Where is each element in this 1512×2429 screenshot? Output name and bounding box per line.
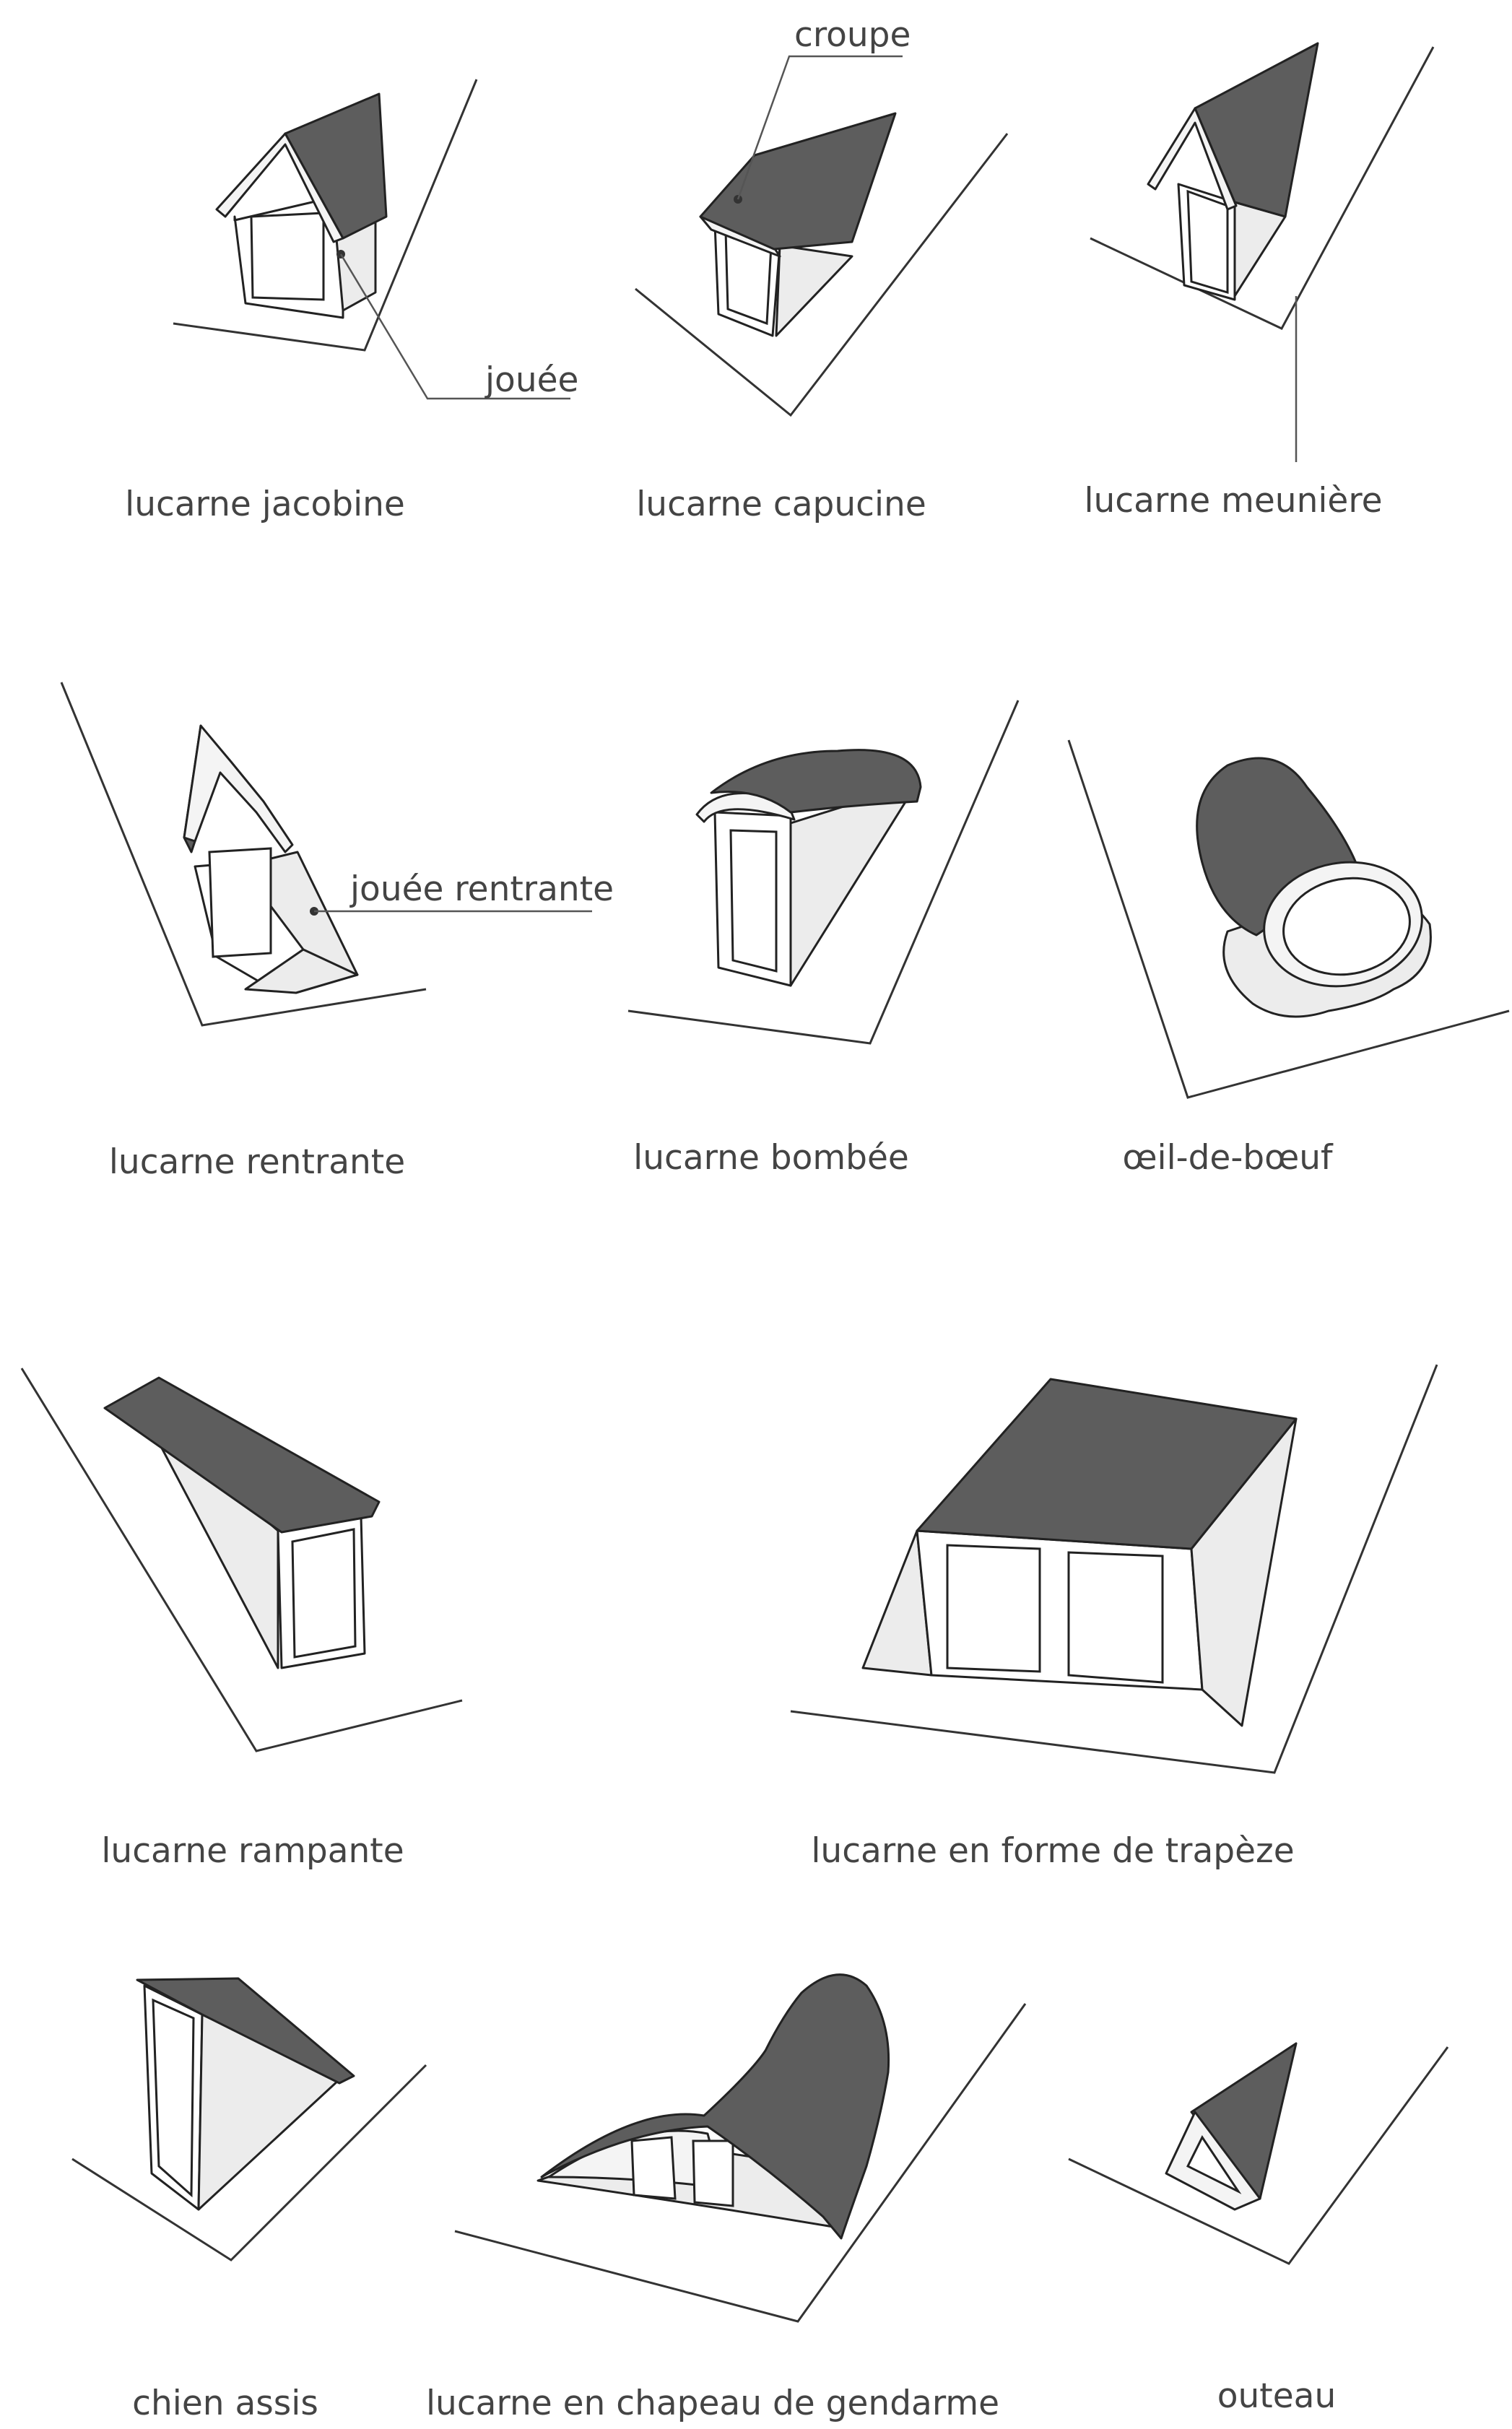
dormer-chapeau-gendarme-illustration	[454, 1973, 1027, 2323]
callout-croupe: croupe	[794, 15, 911, 55]
caption-chapeau-gendarme: lucarne en chapeau de gendarme	[425, 2384, 1000, 2423]
caption-lucarne-rampante: lucarne rampante	[101, 1831, 404, 1871]
caption-lucarne-meuniere: lucarne meunière	[1084, 481, 1383, 521]
dormer-jacobine-illustration	[173, 79, 570, 400]
caption-lucarne-trapeze: lucarne en forme de trapèze	[811, 1831, 1295, 1871]
caption-lucarne-bombee: lucarne bombée	[633, 1138, 909, 1178]
caption-lucarne-jacobine: lucarne jacobine	[125, 485, 405, 524]
caption-outeau: outeau	[1217, 2376, 1337, 2416]
oeil-de-boeuf-illustration	[1067, 739, 1510, 1099]
caption-lucarne-capucine: lucarne capucine	[636, 485, 926, 524]
outeau-illustration	[1068, 2042, 1449, 2265]
dormer-trapeze-illustration	[790, 1364, 1438, 1774]
callout-jouee-rentrante: jouée rentrante	[350, 869, 614, 909]
caption-lucarne-rentrante: lucarne rentrante	[108, 1142, 406, 1182]
caption-chien-assis: chien assis	[132, 2384, 318, 2423]
callout-jouee: jouée	[485, 360, 579, 400]
dormer-capucine-illustration	[635, 55, 1009, 417]
caption-oeil-de-boeuf: œil-de-bœuf	[1122, 1138, 1333, 1178]
dormer-rentrante-illustration	[60, 682, 592, 1027]
dormer-rampante-illustration	[20, 1368, 463, 1752]
dormer-bombee-illustration	[627, 700, 1020, 1045]
chien-assis-illustration	[71, 1977, 427, 2261]
dormer-meuniere-illustration	[1090, 42, 1435, 462]
